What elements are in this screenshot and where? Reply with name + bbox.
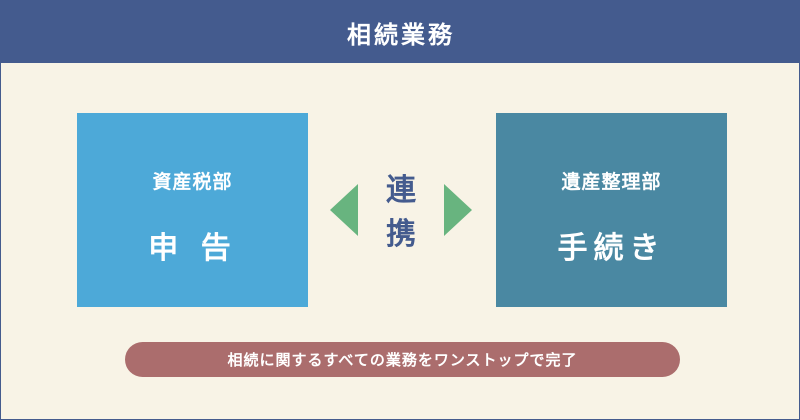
estate-department-label: 遺産整理部 <box>561 171 662 193</box>
estate-department-box: 遺産整理部 手続き <box>496 113 727 307</box>
header-title: 相続業務 <box>1 1 799 63</box>
tax-department-box: 資産税部 申 告 <box>77 113 308 307</box>
cooperation-char-1: 連 <box>386 173 416 208</box>
cooperation-label: 連 携 <box>373 169 429 257</box>
tax-filing-label: 申 告 <box>148 231 237 266</box>
arrow-right-icon <box>444 184 472 236</box>
estate-procedure-label: 手続き <box>557 231 666 266</box>
tax-department-label: 資産税部 <box>152 171 233 193</box>
cooperation-char-2: 携 <box>386 217 416 252</box>
arrow-left-icon <box>330 184 358 236</box>
summary-banner: 相続に関するすべての業務をワンストップで完了 <box>125 342 680 377</box>
